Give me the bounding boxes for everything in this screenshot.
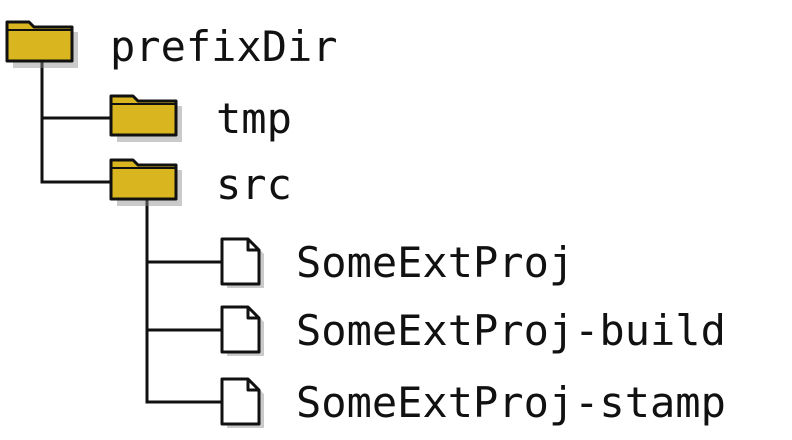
folder-icon — [108, 152, 184, 211]
file-icon — [216, 302, 272, 363]
tmp-folder-label: tmp — [216, 94, 292, 143]
file-label: SomeExtProj-build — [296, 306, 726, 355]
folder-icon — [108, 88, 184, 147]
connector-root — [40, 60, 114, 184]
file-label: SomeExtProj — [296, 238, 575, 287]
folder-icon — [4, 14, 80, 73]
file-icon — [216, 234, 272, 295]
src-folder-label: src — [216, 160, 292, 209]
root-folder-label: prefixDir — [110, 22, 338, 71]
file-label: SomeExtProj-stamp — [296, 378, 726, 427]
file-icon — [216, 374, 272, 435]
connector-src — [145, 198, 222, 404]
